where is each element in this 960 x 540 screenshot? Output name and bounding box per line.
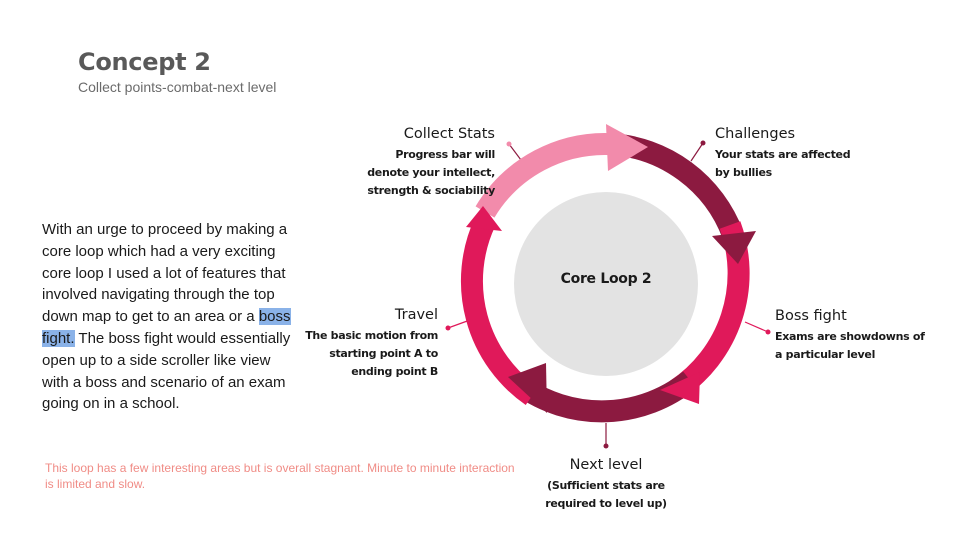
slide-title: Concept 2 <box>78 48 211 76</box>
connector-dot-challenges <box>700 140 706 146</box>
body-text-after: The boss fight would essentially open up… <box>42 329 291 413</box>
body-paragraph: With an urge to proceed by making a core… <box>42 219 297 415</box>
stage-title: Travel <box>394 307 438 323</box>
core-loop-label: Core Loop 2 <box>560 271 652 287</box>
arrowhead-pink <box>606 124 648 171</box>
segment-collect-to-challenges <box>475 132 614 218</box>
connector-dot-boss-fight <box>765 329 771 335</box>
arrowhead-red-bottom <box>660 372 700 404</box>
stage-title: Challenges <box>715 126 796 142</box>
stage-description: Your stats are affected by bullies <box>715 148 851 179</box>
slide-subtitle: Collect points-combat-next level <box>78 79 277 95</box>
arrowhead-maroon-bottom <box>508 363 547 413</box>
stage-challenges: Challenges Your stats are affected by bu… <box>715 125 865 182</box>
connector-dot-collect-stats <box>506 141 512 147</box>
connector-dot-next-level <box>603 443 609 449</box>
arrowhead-maroon-right <box>712 231 756 264</box>
body-text-before: With an urge to proceed by making a core… <box>42 221 288 326</box>
connector-collect-stats <box>508 143 522 161</box>
stage-boss-fight: Boss fight Exams are showdowns of a part… <box>775 307 925 364</box>
stage-description: (Sufficient stats are required to level … <box>545 479 667 510</box>
stage-description: Exams are showdowns of a particular leve… <box>775 330 925 361</box>
stage-description: The basic motion from starting point A t… <box>305 329 438 378</box>
stage-travel: Travel The basic motion from starting po… <box>298 306 438 381</box>
connector-boss-fight <box>744 321 769 333</box>
connector-travel <box>447 319 471 329</box>
connector-challenges <box>690 142 704 162</box>
stage-title: Boss fight <box>775 308 847 324</box>
evaluation-note: This loop has a few interesting areas bu… <box>45 461 515 491</box>
stage-title: Collect Stats <box>403 126 495 142</box>
arrowhead-red-left <box>466 206 502 231</box>
stage-next-level: Next level (Sufficient stats are require… <box>540 456 672 513</box>
loop-center-disc <box>514 192 698 376</box>
connector-dot-travel <box>445 325 451 331</box>
stage-description: Progress bar will denote your intellect,… <box>367 148 495 197</box>
stage-collect-stats: Collect Stats Progress bar will denote y… <box>360 125 495 200</box>
stage-title: Next level <box>569 457 643 473</box>
